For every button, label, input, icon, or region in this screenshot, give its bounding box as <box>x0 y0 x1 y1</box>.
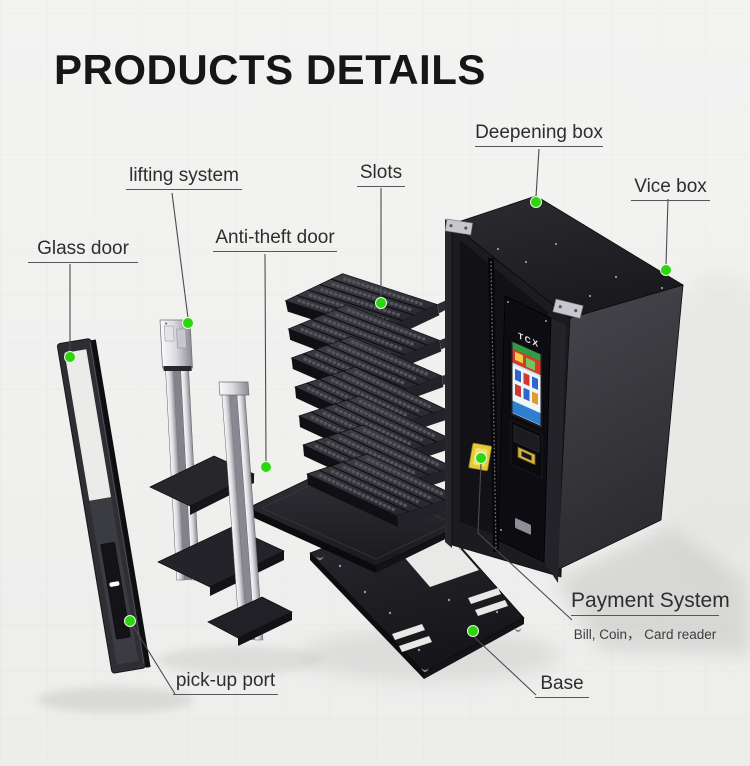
callout-dot <box>530 196 542 208</box>
callout-dot <box>660 264 672 276</box>
callout-base: Base <box>535 673 589 698</box>
glass-door-part <box>56 338 151 674</box>
payment-pillar: TCX <box>497 295 552 563</box>
callout-dot <box>124 615 136 627</box>
callout-dot <box>260 461 272 473</box>
callout-slots: Slots <box>357 162 405 187</box>
callout-glass-door: Glass door <box>28 238 138 263</box>
callout-vice-box: Vice box <box>631 176 710 201</box>
lifting-system-part <box>149 319 293 646</box>
callout-dots <box>64 196 672 637</box>
callout-payment-system-sub: Bill, Coin， Card reader <box>573 627 717 642</box>
callout-dot <box>467 625 479 637</box>
hinge <box>444 218 474 236</box>
base-feet <box>316 556 522 672</box>
callout-anti-theft-door: Anti-theft door <box>213 227 337 252</box>
hinge <box>552 298 584 319</box>
callout-dot <box>375 297 387 309</box>
callout-dot <box>182 317 194 329</box>
callout-dot <box>64 351 76 363</box>
cabinet-part: TCX <box>444 195 684 583</box>
callout-pick-up-port: pick-up port <box>173 670 278 695</box>
callout-dot <box>475 452 487 464</box>
bill-acceptor <box>510 419 543 535</box>
leader-lines <box>69 148 669 696</box>
page-title: PRODUCTS DETAILS <box>54 46 486 93</box>
callout-lifting-system: lifting system <box>126 165 242 190</box>
callout-payment-system: Payment System <box>571 589 730 616</box>
touch-screen <box>509 338 544 431</box>
callout-deepening-box: Deepening box <box>475 122 603 147</box>
